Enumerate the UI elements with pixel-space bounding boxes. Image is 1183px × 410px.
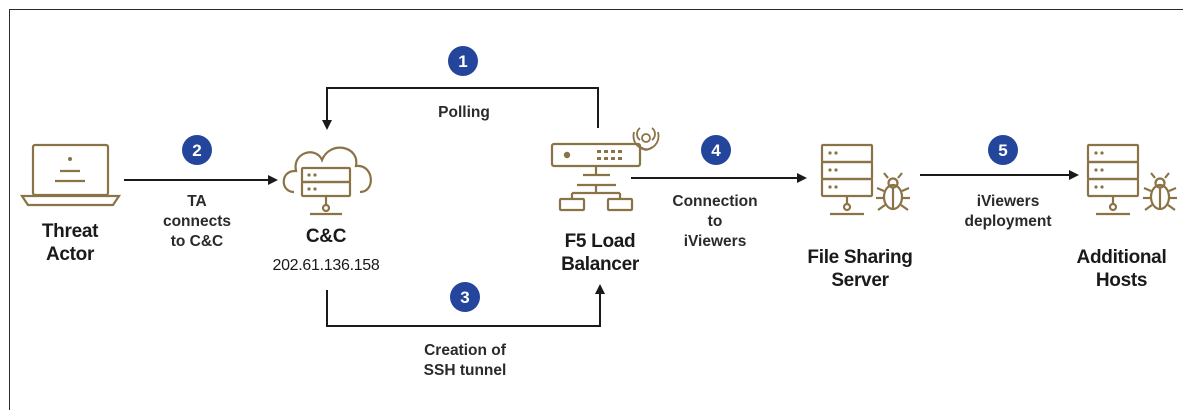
diagram-frame	[9, 9, 1183, 410]
additional-hosts-line1: Additional	[1076, 247, 1167, 268]
deployment-line2: deployment	[964, 213, 1052, 230]
f5-line2: Balancer	[561, 254, 639, 275]
edge-label-polling: Polling	[414, 103, 514, 123]
cnc-ip: 202.61.136.158	[272, 257, 380, 274]
connection-line3: iViewers	[683, 233, 747, 250]
node-label-threat-actor: Threat Actor	[20, 220, 120, 266]
ssh-tunnel-line2: SSH tunnel	[423, 362, 507, 379]
node-label-cnc: C&C 202.61.136.158	[256, 225, 396, 277]
additional-hosts-line2: Hosts	[1095, 270, 1148, 291]
step-badge-1: 1	[448, 46, 478, 76]
svg-text:3: 3	[460, 288, 469, 307]
load-balancer-icon	[550, 142, 642, 212]
deployment-line1: iViewers	[976, 193, 1040, 210]
step-badge-5: 5	[988, 135, 1018, 165]
node-label-file-server: File Sharing Server	[790, 246, 930, 292]
step-badge-4: 4	[701, 135, 731, 165]
ssh-tunnel-line1: Creation of	[424, 342, 506, 359]
svg-text:1: 1	[458, 52, 467, 71]
cloud-server-icon	[282, 146, 372, 216]
svg-text:4: 4	[711, 141, 721, 160]
f5-line1: F5 Load	[564, 231, 636, 252]
svg-text:5: 5	[998, 141, 1007, 160]
biohazard-icon	[632, 127, 660, 151]
file-server-line1: File Sharing	[807, 247, 913, 268]
file-server-line2: Server	[831, 270, 889, 291]
polling-text: Polling	[438, 104, 490, 121]
threat-actor-line1: Threat	[41, 221, 99, 242]
edge-label-deployment: iViewers deployment	[948, 192, 1068, 232]
ta-connects-line3: to C&C	[170, 233, 224, 250]
laptop-icon	[19, 143, 122, 207]
arrow-ssh-tunnel	[326, 284, 605, 327]
edge-label-connection: Connection to iViewers	[655, 192, 775, 252]
ta-connects-line2: connects	[162, 213, 232, 230]
step-badge-2: 2	[182, 135, 212, 165]
edge-label-ssh-tunnel: Creation of SSH tunnel	[395, 341, 535, 381]
server-bug-icon	[820, 143, 910, 216]
cnc-name: C&C	[305, 226, 347, 247]
node-label-f5: F5 Load Balancer	[540, 230, 660, 276]
connection-line1: Connection	[672, 193, 758, 210]
edge-label-ta-connects: TA connects to C&C	[147, 192, 247, 252]
step-badge-3: 3	[450, 282, 480, 312]
svg-text:2: 2	[192, 141, 201, 160]
threat-actor-line2: Actor	[45, 244, 95, 265]
connection-line2: to	[707, 213, 723, 230]
arrow-polling	[322, 87, 599, 130]
ta-connects-line1: TA	[187, 193, 207, 210]
server-bug-icon	[1086, 143, 1177, 216]
node-label-additional-hosts: Additional Hosts	[1060, 246, 1183, 292]
